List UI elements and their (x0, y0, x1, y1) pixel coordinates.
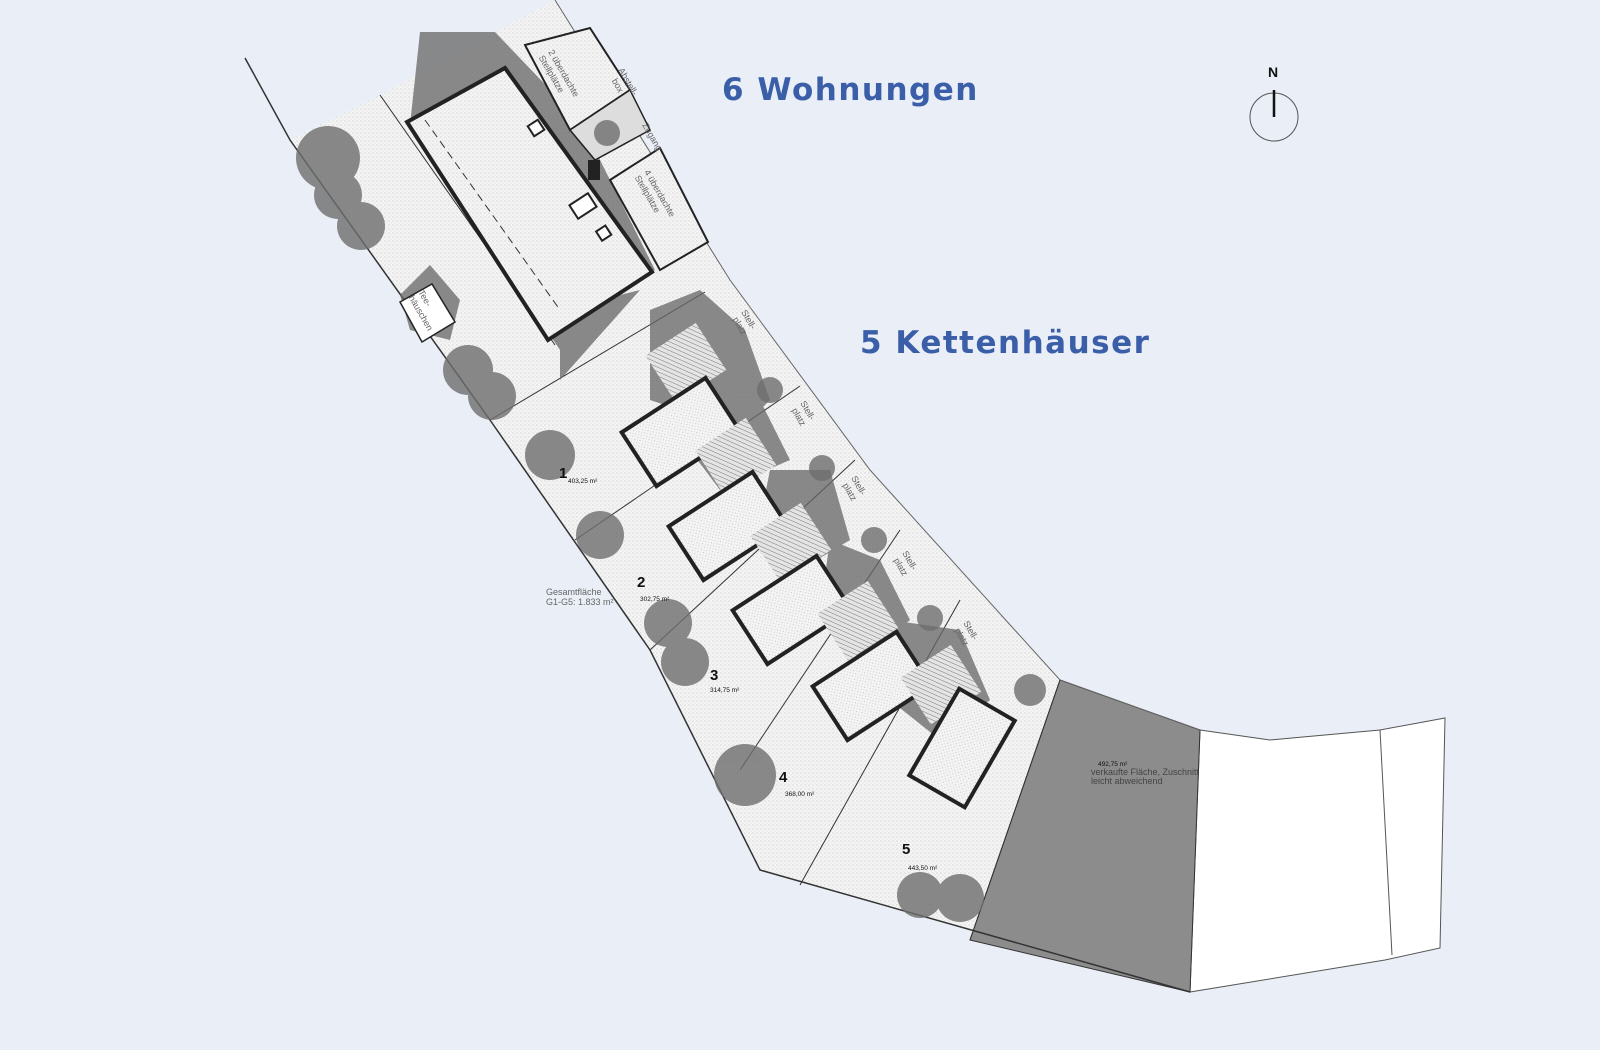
svg-text:314,75 m²: 314,75 m² (710, 687, 740, 694)
north-arrow: N (1249, 64, 1299, 142)
svg-text:2: 2 (637, 574, 645, 591)
heading-apartments: 6 Wohnungen (722, 72, 979, 108)
plot-4-label: 4 368,00 m² (779, 769, 815, 798)
svg-text:Gesamtfläche: Gesamtfläche (546, 587, 602, 597)
svg-text:443,50 m²: 443,50 m² (908, 865, 938, 872)
plot-5-label: 5 443,50 m² (902, 841, 938, 872)
svg-text:4: 4 (779, 769, 788, 786)
svg-text:N: N (1268, 64, 1278, 80)
carport-4 (608, 146, 710, 272)
total-area-note: Gesamtfläche G1-G5: 1.833 m² (546, 587, 614, 607)
svg-text:492,75 m²: 492,75 m² (1098, 761, 1128, 768)
svg-text:1: 1 (559, 465, 567, 482)
plot-3-label: 3 314,75 m² (710, 667, 740, 694)
svg-text:403,25 m²: 403,25 m² (568, 478, 598, 485)
chain-houses (618, 322, 1018, 811)
svg-text:302,75 m²: 302,75 m² (640, 596, 670, 603)
teahouse (398, 282, 457, 344)
svg-text:leicht abweichend: leicht abweichend (1091, 776, 1163, 786)
trees (296, 120, 1046, 922)
neighbour-parcel (1189, 717, 1446, 993)
svg-text:G1-G5: 1.833 m²: G1-G5: 1.833 m² (546, 597, 614, 607)
svg-text:3: 3 (710, 667, 718, 684)
svg-text:5: 5 (902, 841, 910, 858)
sold-area-note: 492,75 m² verkaufte Fläche, Zuschnitt le… (1091, 761, 1200, 786)
svg-text:368,00 m²: 368,00 m² (785, 791, 815, 798)
heading-chain-houses: 5 Kettenhäuser (860, 325, 1151, 361)
svg-text:verkaufte Fläche, Zuschnitt: verkaufte Fläche, Zuschnitt (1091, 767, 1200, 777)
apartment-building (404, 65, 655, 343)
plot-2-label: 2 302,75 m² (637, 574, 670, 603)
site-boundary (244, 57, 1191, 993)
